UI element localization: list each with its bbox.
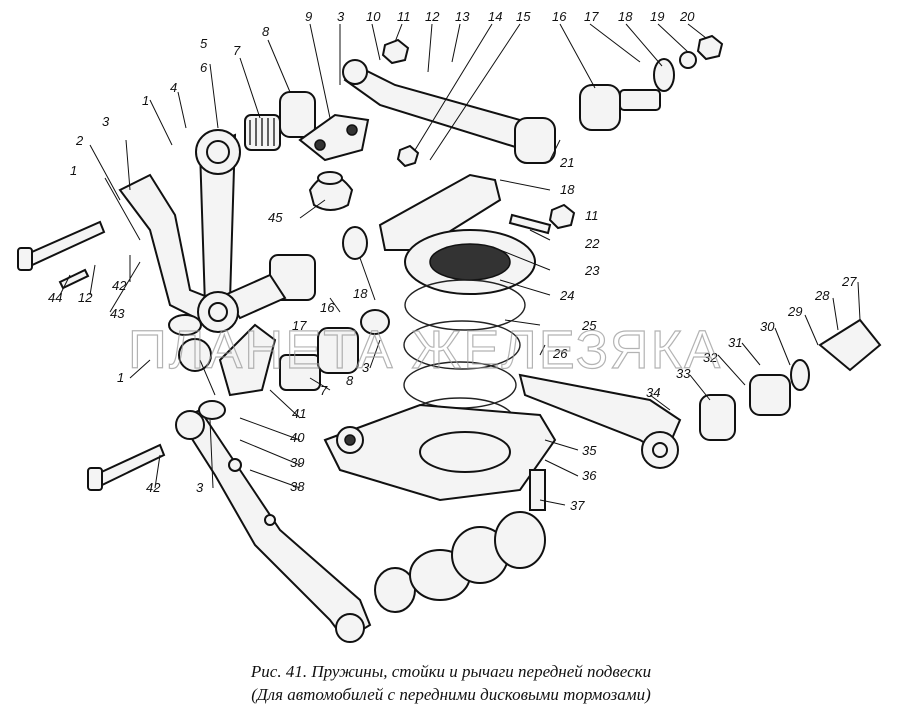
callout-4: 4: [170, 80, 177, 95]
callout-37: 37: [570, 498, 585, 513]
callout-29: 29: [787, 304, 802, 319]
lower-arm: [175, 400, 372, 643]
callout-31: 31: [728, 335, 742, 350]
coil-spring: [403, 229, 536, 443]
bolts: [17, 213, 552, 511]
callout-12b: 12: [78, 290, 93, 305]
callout-43: 43: [110, 306, 125, 321]
callout-21: 21: [559, 155, 574, 170]
callout-labels: 1 4 5 6 7 8 9 3 10 11 12 13 14 15 16 17 …: [48, 9, 857, 513]
lower-spring-seat: [323, 403, 557, 502]
callout-7b: 7: [320, 383, 328, 398]
callout-18c: 18: [353, 286, 368, 301]
callout-8b: 8: [346, 373, 354, 388]
callout-19: 19: [650, 9, 664, 24]
callout-30: 30: [760, 319, 775, 334]
right-lower-arm: [518, 318, 882, 469]
left-lower-parts: [168, 309, 390, 397]
callout-42a: 42: [112, 278, 127, 293]
upper-left-bracket: [118, 129, 241, 322]
callout-1c: 1: [117, 370, 124, 385]
callout-12a: 12: [425, 9, 440, 24]
callout-11b: 11: [585, 208, 599, 223]
middle-crossbar: [197, 173, 502, 333]
callout-27: 27: [841, 274, 857, 289]
figure-caption: Рис. 41. Пружины, стойки и рычаги передн…: [0, 660, 902, 706]
upper-bushing: [244, 91, 316, 151]
callout-7a: 7: [233, 43, 241, 58]
callout-3a: 3: [337, 9, 345, 24]
upper-control-arm: [342, 58, 675, 164]
callout-3d: 3: [196, 480, 204, 495]
callout-23: 23: [584, 263, 600, 278]
strut-bracket: [298, 113, 370, 162]
callout-1b: 1: [70, 163, 77, 178]
callout-25: 25: [581, 318, 597, 333]
callout-11a: 11: [397, 9, 411, 24]
leader-lines: [59, 23, 861, 506]
callout-45: 45: [268, 210, 283, 225]
callout-6: 6: [200, 60, 208, 75]
callout-22: 22: [584, 236, 600, 251]
callout-35: 35: [582, 443, 597, 458]
callout-40: 40: [290, 430, 305, 445]
callout-5: 5: [200, 36, 208, 51]
callout-26: 26: [552, 346, 568, 361]
callout-14: 14: [488, 9, 502, 24]
callout-16b: 16: [320, 300, 335, 315]
rubber-buffer-stack: [374, 511, 546, 613]
callout-3b: 3: [102, 114, 110, 129]
callout-8a: 8: [262, 24, 270, 39]
callout-3c: 3: [362, 360, 370, 375]
callout-2: 2: [75, 133, 84, 148]
suspension-exploded-view: 1 4 5 6 7 8 9 3 10 11 12 13 14 15 16 17 …: [17, 9, 882, 643]
callout-34: 34: [646, 385, 660, 400]
callout-18b: 18: [560, 182, 575, 197]
callout-32: 32: [703, 350, 718, 365]
callout-1a: 1: [142, 93, 149, 108]
callout-36: 36: [582, 468, 597, 483]
callout-18a: 18: [618, 9, 633, 24]
callout-17b: 17: [292, 318, 307, 333]
hardware-nuts: [381, 34, 724, 230]
callout-41: 41: [292, 406, 306, 421]
callout-39: 39: [290, 455, 304, 470]
callout-15: 15: [516, 9, 531, 24]
callout-10: 10: [366, 9, 381, 24]
callout-9: 9: [305, 9, 312, 24]
callout-16: 16: [552, 9, 567, 24]
caption-line-2: (Для автомобилей с передними дисковыми т…: [251, 685, 651, 704]
caption-line-1: Рис. 41. Пружины, стойки и рычаги передн…: [250, 662, 652, 681]
callout-42b: 42: [146, 480, 161, 495]
callout-33: 33: [676, 366, 691, 381]
callout-20: 20: [679, 9, 695, 24]
watermark: ПЛАНЕТА ЖЕЛЕЗЯКА: [128, 320, 722, 380]
callout-28: 28: [814, 288, 830, 303]
callout-17a: 17: [584, 9, 599, 24]
callout-44: 44: [48, 290, 62, 305]
rubber-bumper: [308, 171, 354, 211]
callout-24: 24: [559, 288, 574, 303]
callout-38: 38: [290, 479, 305, 494]
callout-13: 13: [455, 9, 470, 24]
